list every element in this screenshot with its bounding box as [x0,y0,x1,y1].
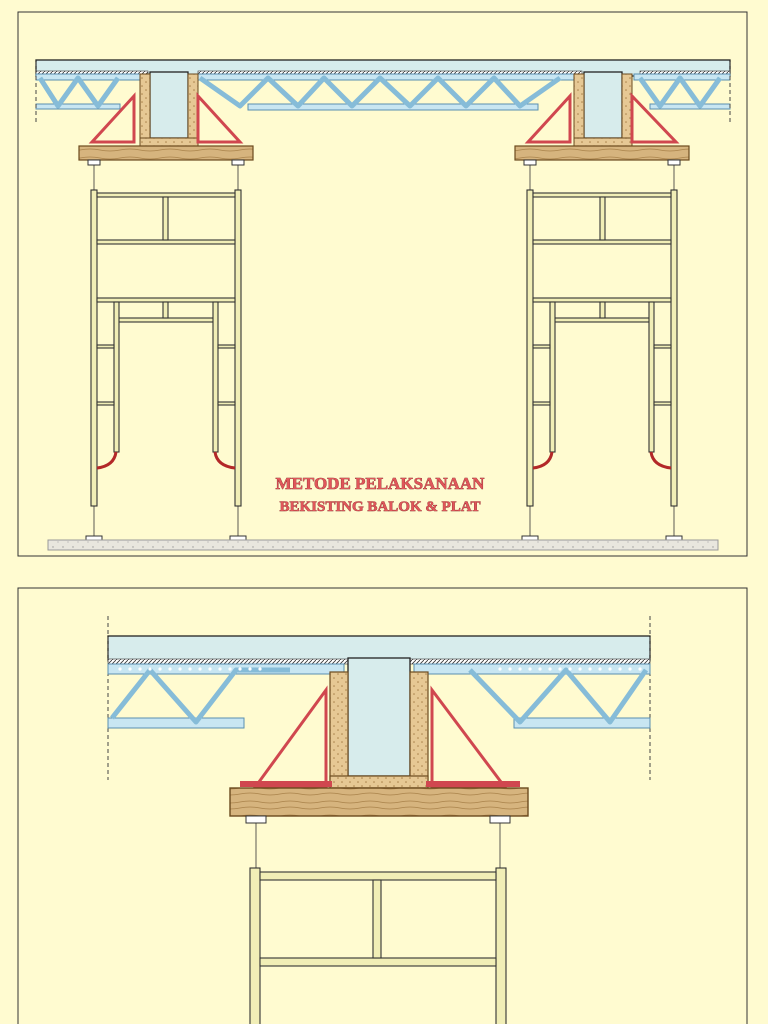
scaffold-left [85,159,247,541]
diagram-title: METODE PELAKSANAAN [276,474,486,493]
diagram-subtitle: BEKISTING BALOK & PLAT [279,499,480,515]
zoom-truss-left [107,663,345,729]
panel-bottom [17,587,748,1024]
truss-left [35,62,145,122]
beam-right [514,71,690,161]
truss-right [633,62,731,122]
panel-top: METODE PELAKSANAAN BEKISTING BALOK & PLA… [17,11,748,557]
beam-left [78,71,254,161]
zoom-scaffold [245,815,511,1024]
zoom-truss-right [413,663,651,729]
ground-slab [47,539,719,551]
zoom-beam [229,657,529,817]
scaffold-right [521,159,683,541]
panel-gap [0,566,768,582]
